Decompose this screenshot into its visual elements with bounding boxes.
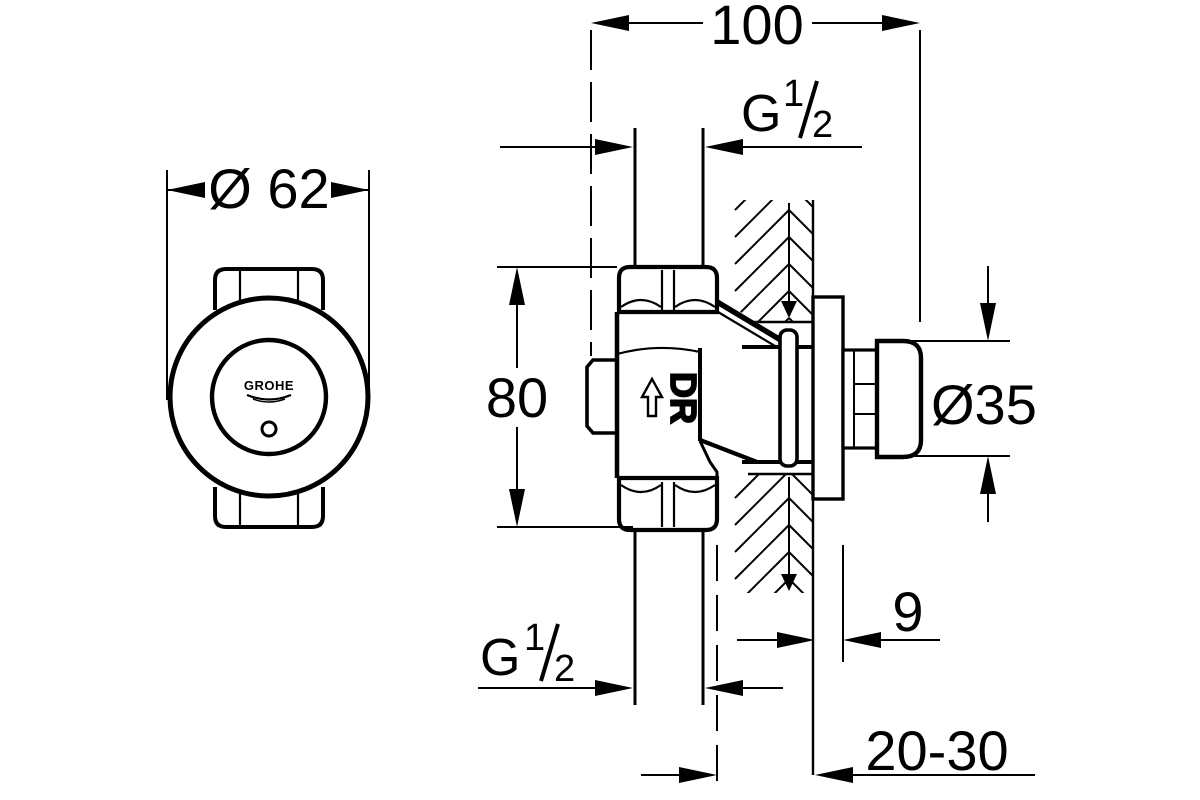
thread-top-prefix: G bbox=[741, 85, 781, 143]
wall-hatch-lower bbox=[734, 474, 813, 593]
escutcheon-flange bbox=[811, 295, 845, 501]
knob-diameter-value: Ø 62 bbox=[208, 157, 329, 220]
grohe-logo: GROHE bbox=[244, 378, 294, 403]
thread-bottom-denominator: 2 bbox=[554, 648, 575, 690]
supply-pipe-bottom bbox=[633, 530, 705, 705]
installation-depth-value: 100 bbox=[710, 0, 803, 56]
release-button bbox=[260, 420, 278, 438]
hex-nut-top bbox=[616, 264, 720, 315]
escutcheon-depth-value: 9 bbox=[892, 580, 923, 643]
wall-spine-arrow-lower bbox=[781, 574, 797, 591]
locking-ring bbox=[778, 328, 799, 468]
supply-pipe-top bbox=[633, 128, 705, 267]
dimension-knob-diameter: Ø 62 bbox=[166, 157, 370, 400]
valve-section-view: DR bbox=[585, 128, 924, 705]
valve-body-lower-step bbox=[698, 440, 719, 478]
grohe-logo-text: GROHE bbox=[244, 378, 294, 393]
front-hex-nut-bottom bbox=[213, 487, 325, 529]
dimension-wall-thickness: 20-30 bbox=[641, 545, 1035, 790]
hex-adapter bbox=[841, 348, 880, 450]
dimension-installation-depth: 100 bbox=[590, 0, 921, 356]
thread-top-numerator: 1 bbox=[783, 73, 804, 115]
connection-height-value: 80 bbox=[486, 366, 548, 429]
mounting-boss bbox=[585, 358, 619, 435]
valve-body-lower-cone bbox=[699, 438, 758, 464]
thread-bottom-numerator: 1 bbox=[524, 617, 545, 659]
flow-marking: DR bbox=[663, 372, 704, 424]
wall-section bbox=[734, 200, 815, 775]
handle-knob bbox=[874, 338, 924, 460]
wall-spine-arrow-upper bbox=[781, 301, 797, 318]
knob-front-view: GROHE bbox=[167, 267, 371, 529]
hex-nut-bottom bbox=[616, 475, 720, 533]
dimension-connection-height: 80 bbox=[486, 266, 633, 528]
dimension-thread-bottom: G 1 2 bbox=[478, 617, 783, 696]
thread-bottom-prefix: G bbox=[480, 629, 520, 687]
valve-body-shoulder bbox=[616, 346, 701, 356]
flow-direction-arrow bbox=[639, 376, 665, 418]
handle-diameter-value: Ø35 bbox=[931, 373, 1037, 436]
grohe-logo-swoosh2 bbox=[252, 398, 286, 403]
wall-hatch-upper bbox=[734, 200, 813, 322]
knob-inner-circle bbox=[209, 337, 329, 457]
grohe-logo-swoosh bbox=[246, 393, 292, 401]
thread-top-denominator: 2 bbox=[812, 104, 833, 146]
wall-thickness-value: 20-30 bbox=[865, 719, 1008, 782]
dimension-handle-diameter: Ø35 bbox=[895, 266, 1037, 522]
outlet-cone-inner-edge bbox=[712, 308, 776, 347]
dimension-escutcheon-depth: 9 bbox=[737, 545, 940, 662]
dimension-thread-top: G 1 2 bbox=[500, 73, 862, 155]
